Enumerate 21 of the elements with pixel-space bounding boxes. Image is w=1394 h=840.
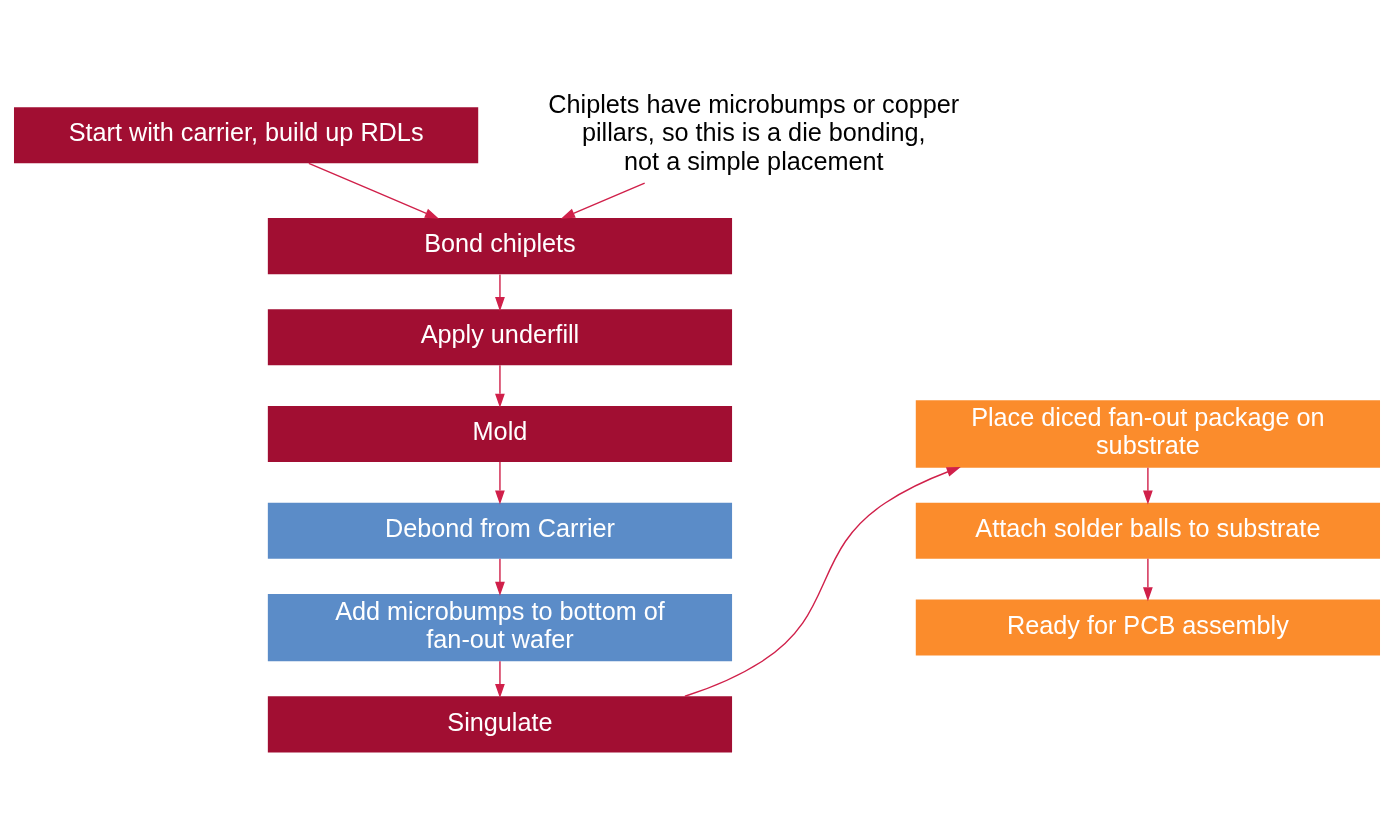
node-box: Mold [267,406,733,463]
node-box: Place diced fan-out package on substrate [915,400,1380,468]
arrow [308,162,439,219]
node-box: Ready for PCB assembly [915,599,1380,656]
node-box: Attach solder balls to substrate [915,502,1380,559]
node-box: Debond from Carrier [267,502,733,559]
arrow [495,660,505,698]
node-box: Add microbumps to bottom of fan-out wafer [267,593,733,662]
node-box: Singulate [267,696,733,753]
arrow [1143,558,1153,602]
arrow [1143,467,1153,505]
node-box: Apply underfill [267,309,733,366]
arrow [684,467,961,697]
arrow [560,182,646,219]
arrow [495,461,505,505]
arrow [495,273,505,312]
node-text: Chiplets have microbumps or copper pillars, so this is a die bonding, not a simple placement [548,90,960,175]
node-box: Start with carrier, build up RDLs [14,107,479,164]
node-box: Bond chiplets [267,218,733,275]
arrow [495,364,505,408]
arrow [495,558,505,596]
